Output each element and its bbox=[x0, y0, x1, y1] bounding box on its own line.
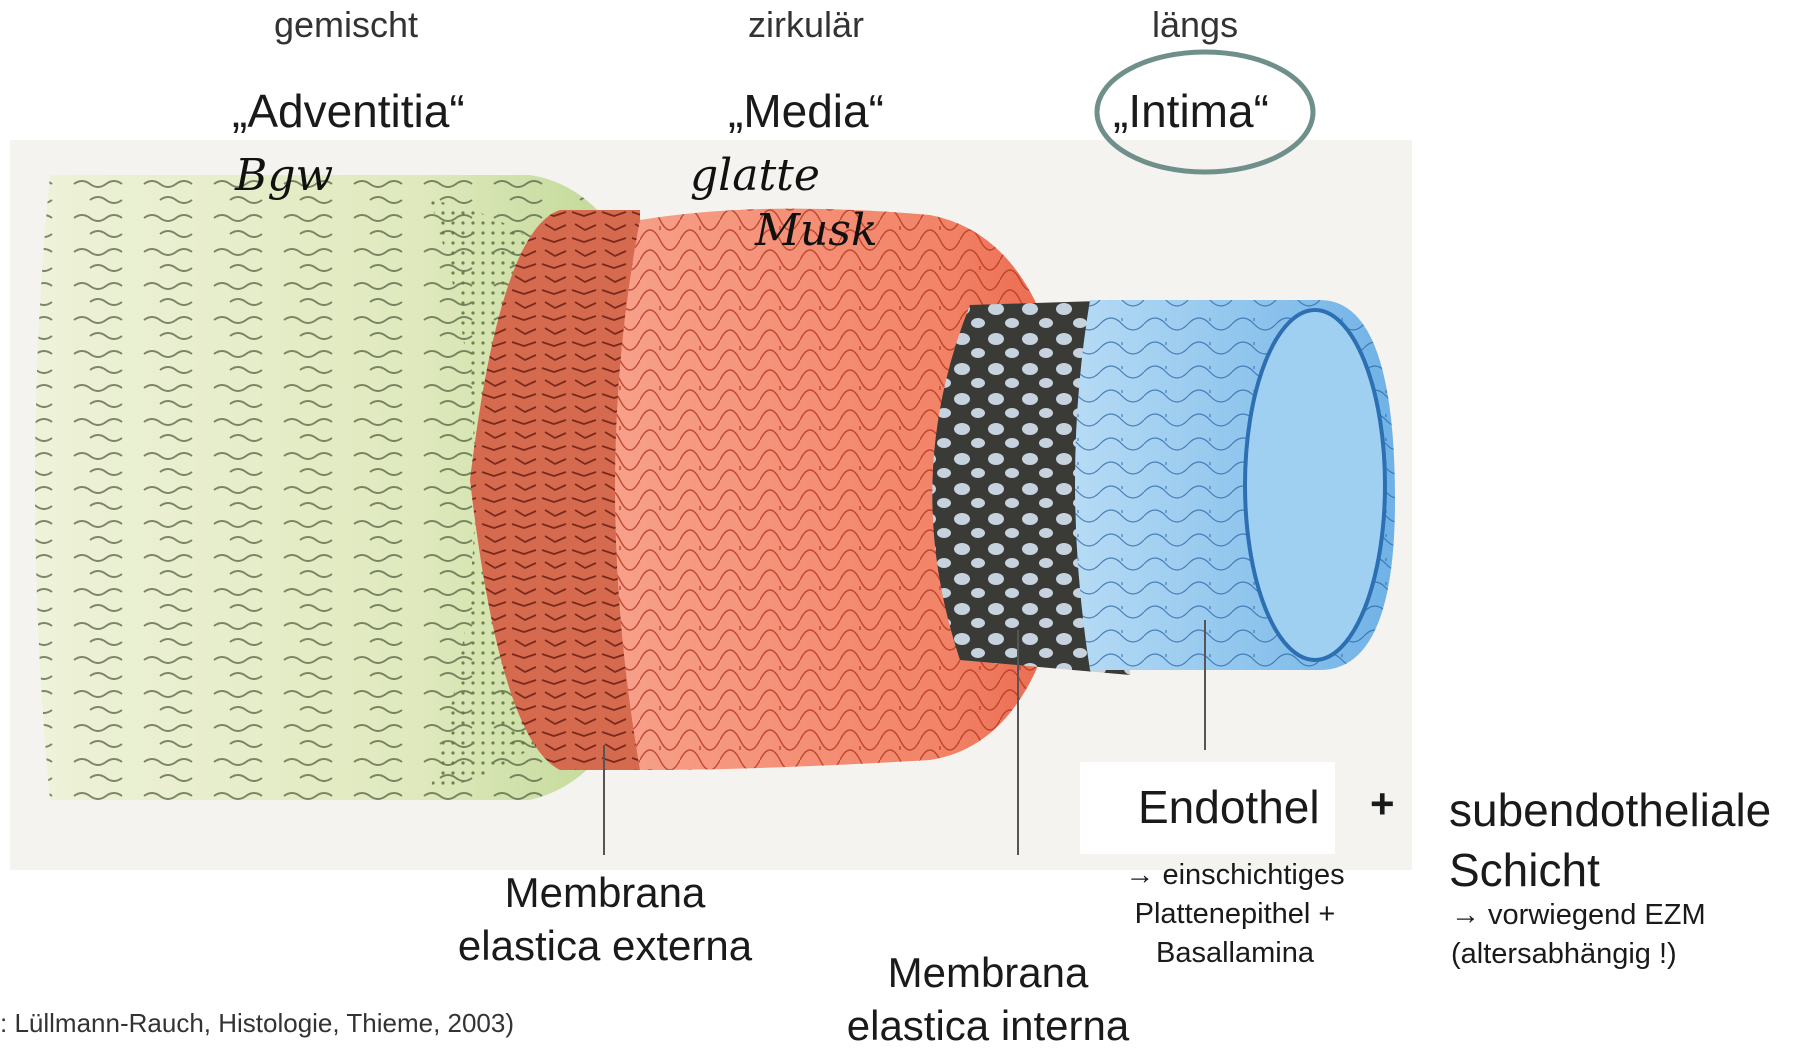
subendotheliale-description: → vorwiegend EZM (altersabhängig !) bbox=[1451, 896, 1706, 974]
intima-orientation-label: längs bbox=[1152, 4, 1238, 46]
source-credit: : Lüllmann-Rauch, Histologie, Thieme, 20… bbox=[0, 1008, 514, 1039]
membrana-externa-line1: Membrana bbox=[430, 866, 780, 919]
subendotheliale-line1: subendotheliale bbox=[1449, 780, 1771, 840]
adventitia-label: „Adventitia“ bbox=[232, 84, 465, 138]
endothel-desc-line3: Basallamina bbox=[1095, 934, 1375, 973]
media-label: „Media“ bbox=[728, 84, 884, 138]
plus-sign: + bbox=[1370, 780, 1395, 828]
membrana-externa-label: Membrana elastica externa bbox=[430, 866, 780, 972]
media-orientation-label: zirkulär bbox=[748, 4, 864, 46]
endothel-label: Endothel bbox=[1138, 780, 1320, 834]
adventitia-orientation-label: gemischt bbox=[274, 4, 418, 46]
handwritten-media-note-line1: glatte bbox=[690, 150, 820, 201]
intima-label: „Intima“ bbox=[1113, 84, 1269, 138]
endothel-desc-line2: Plattenepithel + bbox=[1095, 895, 1375, 934]
subendotheliale-line2: Schicht bbox=[1449, 840, 1771, 900]
intima-layer bbox=[1075, 300, 1395, 670]
endothel-desc-line1: → einschichtiges bbox=[1095, 856, 1375, 895]
sub-desc-line2: (altersabhängig !) bbox=[1451, 935, 1706, 974]
endothel-description: → einschichtiges Plattenepithel + Basall… bbox=[1095, 856, 1375, 973]
membrana-interna-line2: elastica interna bbox=[828, 999, 1148, 1052]
handwritten-media-note-line2: Musk bbox=[755, 205, 878, 256]
handwritten-adventitia-note: Bgw bbox=[235, 150, 333, 201]
sub-desc-line1: → vorwiegend EZM bbox=[1451, 896, 1706, 935]
subendotheliale-schicht-label: subendotheliale Schicht bbox=[1449, 780, 1771, 900]
membrana-externa-line2: elastica externa bbox=[430, 919, 780, 972]
